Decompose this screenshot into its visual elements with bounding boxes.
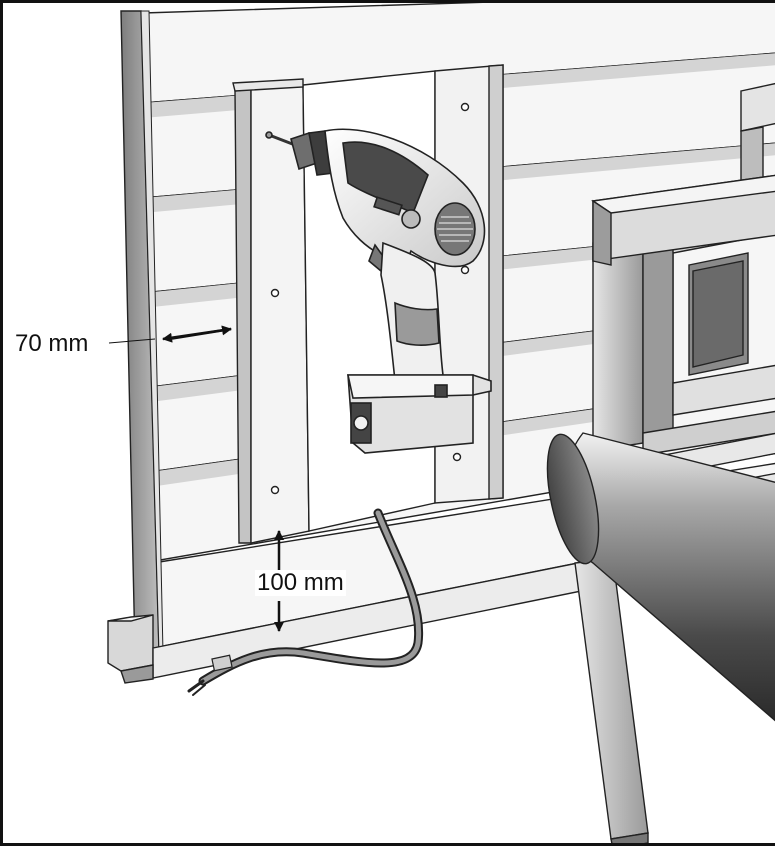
dimension-label-70mm: 70 mm [13,330,91,357]
drill [265,128,492,454]
assembly-illustration [107,3,775,843]
power-cable [187,508,424,696]
dimension-label-100mm: 100 mm [255,569,346,596]
roll-cylinder [546,432,775,722]
bracket-left-rail [234,84,310,544]
dimension-70mm [108,325,232,344]
